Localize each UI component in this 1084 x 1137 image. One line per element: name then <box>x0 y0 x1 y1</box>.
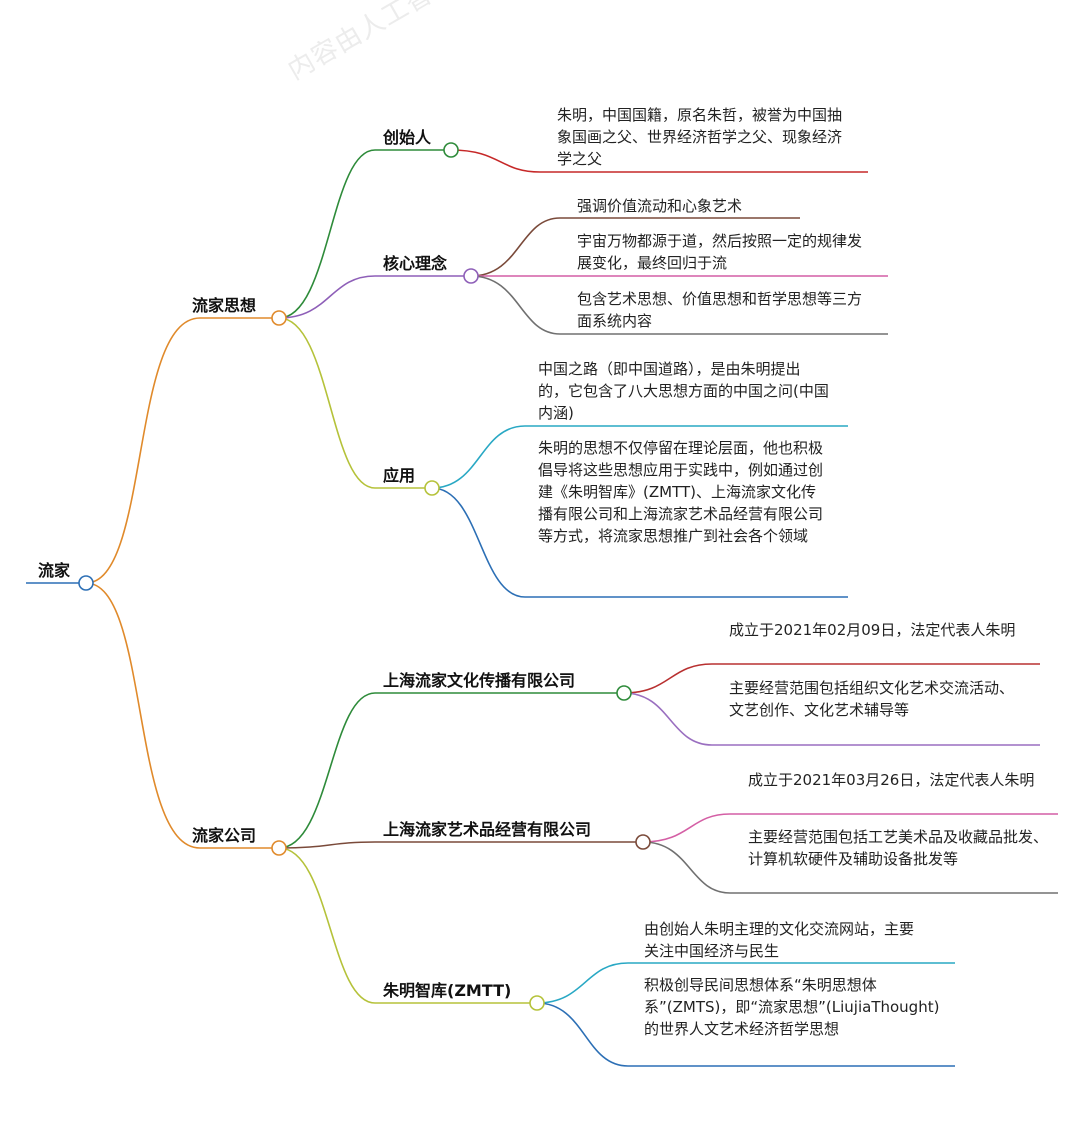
leaf-core-3: 包含艺术思想、价值思想和哲学思想等三方面系统内容 <box>577 290 863 330</box>
leaf-zmtt-1: 由创始人朱明主理的文化交流网站，主要关注中国经济与民生 <box>644 920 915 960</box>
connector-b2-culture <box>278 692 624 849</box>
connector-b1-app <box>278 317 432 489</box>
art-node-circle[interactable] <box>635 834 651 850</box>
branch-thought-label[interactable]: 流家思想 <box>192 296 257 315</box>
connector-b2-art <box>278 841 643 849</box>
branch1-node-circle[interactable] <box>271 310 287 326</box>
connector-founder-leaf1 <box>450 149 868 173</box>
core-node-circle[interactable] <box>463 268 479 284</box>
leaf-founder-1: 朱明，中国国籍，原名朱哲，被誉为中国抽象国画之父、世界经济哲学之父、现象经济学之… <box>557 106 843 168</box>
connector-core-leaf3 <box>470 275 888 335</box>
zmtt-node-circle[interactable] <box>529 995 545 1011</box>
connector-culture-leaf1 <box>623 663 1040 694</box>
node-core-concept-label[interactable]: 核心理念 <box>383 254 448 273</box>
node-art-company-label[interactable]: 上海流家艺术品经营有限公司 <box>383 820 592 839</box>
connector-root-branch2 <box>85 582 279 849</box>
node-application-label[interactable]: 应用 <box>383 466 416 485</box>
node-zmtt-label[interactable]: 朱明智库(ZMTT) <box>383 981 512 1000</box>
root-node-circle[interactable] <box>78 575 94 591</box>
connector-root-branch1 <box>85 317 279 584</box>
branch-company-label[interactable]: 流家公司 <box>192 826 257 845</box>
founder-node-circle[interactable] <box>443 142 459 158</box>
branch2-node-circle[interactable] <box>271 840 287 856</box>
connector-culture-leaf2 <box>623 692 1040 746</box>
leaf-culture-2: 主要经营范围包括组织文化艺术交流活动、文艺创作、文化艺术辅导等 <box>729 679 1015 719</box>
node-culture-company-label[interactable]: 上海流家文化传播有限公司 <box>383 671 576 690</box>
leaf-app-2: 朱明的思想不仅停留在理论层面，他也积极倡导将这些思想应用于实践中，例如通过创建《… <box>538 439 824 545</box>
connector-zmtt-leaf2 <box>536 1002 955 1067</box>
connector-art-leaf1 <box>642 813 1058 843</box>
leaf-art-2: 主要经营范围包括工艺美术品及收藏品批发、计算机软硬件及辅助设备批发等 <box>748 828 1049 868</box>
node-founder-label[interactable]: 创始人 <box>383 128 432 147</box>
connector-b1-core <box>278 275 471 319</box>
leaf-art-1: 成立于2021年03月26日，法定代表人朱明 <box>748 771 1035 789</box>
leaf-core-1: 强调价值流动和心象艺术 <box>577 197 743 215</box>
connector-app-leaf2 <box>431 487 848 598</box>
app-node-circle[interactable] <box>424 480 440 496</box>
culture-node-circle[interactable] <box>616 685 632 701</box>
connector-b1-founder <box>278 149 451 319</box>
connector-art-leaf2 <box>642 841 1058 894</box>
connector-b2-zmtt <box>278 847 537 1004</box>
leaf-zmtt-2: 积极创导民间思想体系“朱明思想体系”(ZMTS)，即“流家思想”(LiujiaT… <box>644 976 940 1038</box>
connector-app-leaf1 <box>431 425 848 489</box>
leaf-culture-1: 成立于2021年02月09日，法定代表人朱明 <box>729 621 1016 639</box>
connector-zmtt-leaf1 <box>536 962 955 1004</box>
leaf-app-1: 中国之路（即中国道路），是由朱明提出的，它包含了八大思想方面的中国之问(中国内涵… <box>538 360 829 422</box>
connector-core-leaf1 <box>470 217 800 277</box>
leaf-core-2: 宇宙万物都源于道，然后按照一定的规律发展变化，最终回归于流 <box>577 232 863 272</box>
root-node-label[interactable]: 流家 <box>38 561 71 580</box>
